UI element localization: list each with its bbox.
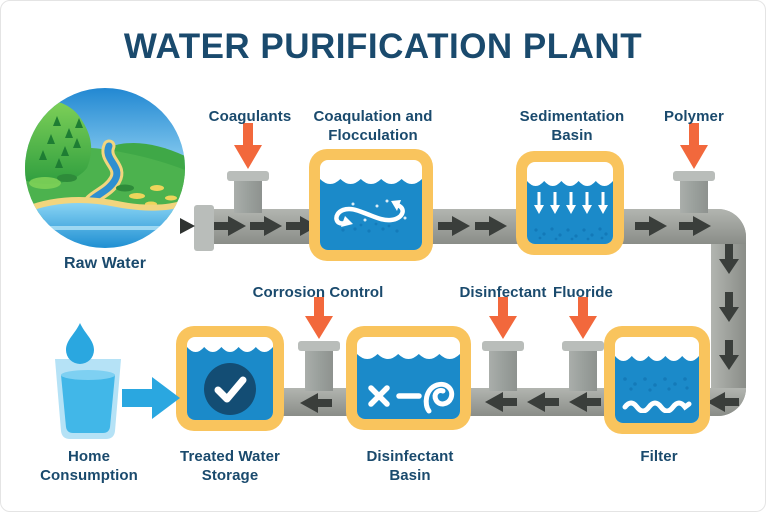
mixing-swirl-icon — [334, 199, 407, 233]
sediment-dots — [534, 227, 608, 241]
polymer-inlet-cap — [673, 171, 715, 181]
treated-water-storage-tank — [176, 326, 284, 431]
treated-water-storage-label: Treated Water Storage — [180, 448, 280, 484]
flow-arrow-right-icon — [286, 215, 318, 237]
fluoride-dose-arrow-icon — [569, 297, 597, 339]
glass-water — [61, 375, 115, 433]
flow-arrow-left-icon — [485, 391, 517, 413]
water-glass-icon — [55, 323, 121, 439]
corrosion-inlet-cap — [298, 341, 340, 351]
coagulants-inlet-pipe — [234, 179, 262, 213]
flow-arrow-right-icon — [438, 215, 470, 237]
water-droplet-icon — [66, 323, 94, 364]
corrosion-control-label: Corrosion Control — [252, 284, 384, 301]
polymer-dose-arrow-icon — [680, 123, 708, 169]
home-consumption-label: Home Consumption — [40, 448, 138, 484]
flow-arrow-down-icon — [719, 340, 739, 370]
fluoride-inlet-pipe — [569, 349, 597, 391]
x-dash-spiral-icon — [367, 381, 454, 414]
coagulants-dose-arrow-icon — [234, 123, 262, 169]
flow-arrow-right-icon — [475, 215, 507, 237]
fluoride-inlet-cap — [562, 341, 604, 351]
filter-label: Filter — [640, 448, 678, 465]
flow-arrow-right-icon — [250, 215, 282, 237]
corrosion-inlet-pipe — [305, 349, 333, 391]
sedimentation-basin-label: Sedimentation Basin — [519, 108, 625, 144]
flow-arrow-left-icon — [300, 392, 332, 414]
corrosion-dose-arrow-icon — [305, 297, 333, 339]
flow-arrow-right-icon — [679, 215, 711, 237]
filter-tank — [604, 326, 710, 434]
disinfectant-basin-tank — [346, 326, 471, 430]
polymer-inlet-pipe — [680, 179, 708, 213]
fluoride-label: Fluoride — [553, 284, 613, 301]
flow-arrow-left-icon — [527, 391, 559, 413]
settling-arrows-icon — [534, 192, 608, 214]
flow-arrow-right-icon — [214, 215, 246, 237]
flow-arrow-down-icon — [719, 292, 739, 322]
disinfectant-inlet-pipe — [489, 349, 517, 391]
filter-media-dots — [623, 377, 689, 392]
spiral-icon — [423, 381, 454, 414]
disinfectant-inlet-cap — [482, 341, 524, 351]
x-icon — [367, 385, 390, 407]
coagulation-flocculation-tank — [309, 149, 433, 261]
filter-wave-icon — [622, 400, 692, 413]
checkmark-badge-icon — [204, 363, 256, 415]
coagulants-label: Coagulants — [208, 108, 292, 125]
disinfectant-basin-label: Disinfectant Basin — [366, 448, 454, 484]
page-title: WATER PURIFICATION PLANT — [123, 27, 643, 66]
raw-water-entry-arrow-icon — [180, 218, 195, 234]
tank-water — [527, 181, 613, 244]
coagulants-inlet-cap — [227, 171, 269, 181]
flow-arrow-left-icon — [569, 391, 601, 413]
pipe-inlet-flange — [194, 205, 214, 251]
river-landscape-icon — [25, 88, 185, 248]
flow-arrow-left-icon — [707, 391, 739, 413]
flow-arrow-down-icon — [719, 244, 739, 274]
disinfectant-label: Disinfectant — [459, 284, 547, 301]
disinfectant-dose-arrow-icon — [489, 297, 517, 339]
coagulation-flocculation-label: Coaqulation and Flocculation — [313, 108, 433, 144]
raw-water-label: Raw Water — [63, 255, 147, 272]
flow-arrow-right-icon — [635, 215, 667, 237]
polymer-label: Polymer — [664, 108, 724, 125]
consumption-arrow-icon — [122, 375, 180, 421]
sedimentation-basin-tank — [516, 151, 624, 255]
